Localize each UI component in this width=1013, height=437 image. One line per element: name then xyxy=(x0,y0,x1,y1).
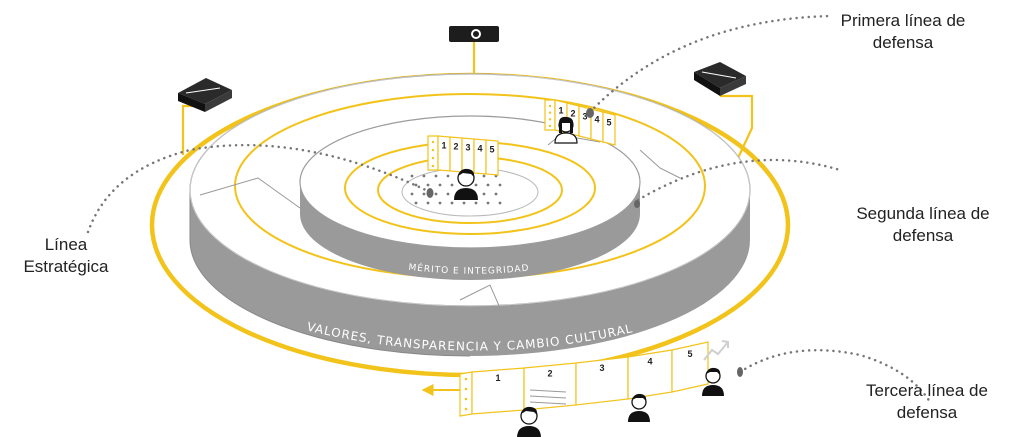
grid-dot xyxy=(498,183,502,187)
first-line-panel-cell xyxy=(602,111,616,146)
center-panel-cell-number: 1 xyxy=(441,141,446,151)
dotted-connectors xyxy=(86,14,932,404)
grid-dot xyxy=(426,201,430,205)
grid-dot xyxy=(446,174,450,178)
line-markers xyxy=(426,108,743,377)
third-line-panel-strip-dot xyxy=(464,387,468,391)
callout-primera-line2: defensa xyxy=(872,33,934,52)
camera-icon xyxy=(449,26,499,42)
grid-dot xyxy=(446,192,450,196)
third-line-panel-strip-dot xyxy=(464,377,468,381)
person-icon xyxy=(454,168,478,200)
grid-dot xyxy=(434,174,438,178)
center-panel-cell-number: 4 xyxy=(477,144,482,154)
callout-primera-line1: Primera línea de xyxy=(840,11,966,30)
first-line-panel-strip-dot xyxy=(548,124,552,128)
person-icon xyxy=(702,367,724,396)
callout-tercera-line2: defensa xyxy=(896,403,958,422)
connector-primera xyxy=(588,14,832,114)
third-line-panel: 1 2 3 4 5 xyxy=(459,341,709,417)
first-line-panel-strip-dot xyxy=(548,118,552,121)
third-line-panel-cell-number: 4 xyxy=(647,357,652,367)
grid-dot xyxy=(426,183,430,187)
third-line-panel-cell-number: 2 xyxy=(547,369,552,379)
grid-dot xyxy=(482,192,486,196)
first-line-panel-strip-dot xyxy=(548,111,552,114)
connector-estrategica xyxy=(86,143,432,234)
grid-dot xyxy=(422,174,426,178)
callout-estrategica-line1: Línea xyxy=(44,235,88,254)
grid-dot xyxy=(414,201,418,205)
callout-tercera-linea: Tercera línea de defensa xyxy=(842,380,1012,424)
center-panel-strip-dot xyxy=(431,140,435,144)
center-panel-cell-number: 2 xyxy=(453,142,458,152)
grid-dot xyxy=(438,201,442,205)
center-panel-cell-number: 3 xyxy=(465,143,470,153)
monitor-icon xyxy=(178,78,232,112)
first-line-panel-cell-number: 3 xyxy=(582,112,587,122)
grid-dot xyxy=(494,192,498,196)
first-line-panel-cell-number: 4 xyxy=(594,115,599,125)
center-panel-cell-number: 5 xyxy=(489,145,494,155)
grid-dot xyxy=(410,192,414,196)
third-line-panel-cell-number: 1 xyxy=(495,373,500,383)
grid-dot xyxy=(462,201,466,205)
center-panel-strip-dot xyxy=(431,164,435,168)
callout-primera-linea: Primera línea de defensa xyxy=(818,10,988,54)
grid-dot xyxy=(482,174,486,178)
third-line-panel-cell-number: 5 xyxy=(687,349,692,359)
callout-tercera-line1: Tercera línea de xyxy=(866,381,988,400)
grid-dot xyxy=(434,192,438,196)
grid-dot xyxy=(474,201,478,205)
first-line-panel-strip-dot xyxy=(548,104,552,108)
callout-segunda-line2: defensa xyxy=(892,226,954,245)
grid-dot xyxy=(414,183,418,187)
callout-segunda-line1: Segunda línea de xyxy=(856,204,990,223)
callout-estrategica-line2: Estratégica xyxy=(23,257,109,276)
trend-arrow-icon xyxy=(703,340,729,361)
grid-dot xyxy=(450,183,454,187)
grid-dot xyxy=(498,201,502,205)
person-icon xyxy=(628,393,650,422)
list-icon xyxy=(529,389,567,405)
center-panel-strip-dot xyxy=(431,148,435,152)
grid-dot xyxy=(450,201,454,205)
first-line-panel-cell-number: 5 xyxy=(606,118,611,128)
grid-dot xyxy=(474,183,478,187)
person-icon xyxy=(554,116,578,144)
first-line-panel-cell-number: 1 xyxy=(558,106,563,116)
callout-linea-estrategica: Línea Estratégica xyxy=(0,234,132,278)
connector-segunda xyxy=(636,158,842,202)
grid-dot xyxy=(422,192,426,196)
grid-dot xyxy=(438,183,442,187)
third-line-panel-strip-dot xyxy=(464,407,468,411)
center-panel-strip-dot xyxy=(431,156,435,160)
third-line-panel-cell xyxy=(671,341,709,393)
first-line-panel-cell-number: 2 xyxy=(570,109,575,119)
monitor-icon xyxy=(694,62,746,96)
callout-segunda-linea: Segunda línea de defensa xyxy=(838,203,1008,247)
grid-dot xyxy=(486,201,490,205)
grid-dot xyxy=(410,174,414,178)
center-panel-cell xyxy=(485,139,499,176)
third-line-panel-cell-number: 3 xyxy=(599,363,604,373)
grid-dot xyxy=(486,183,490,187)
person-icon xyxy=(517,406,541,437)
third-line-panel-strip-dot xyxy=(464,397,468,401)
